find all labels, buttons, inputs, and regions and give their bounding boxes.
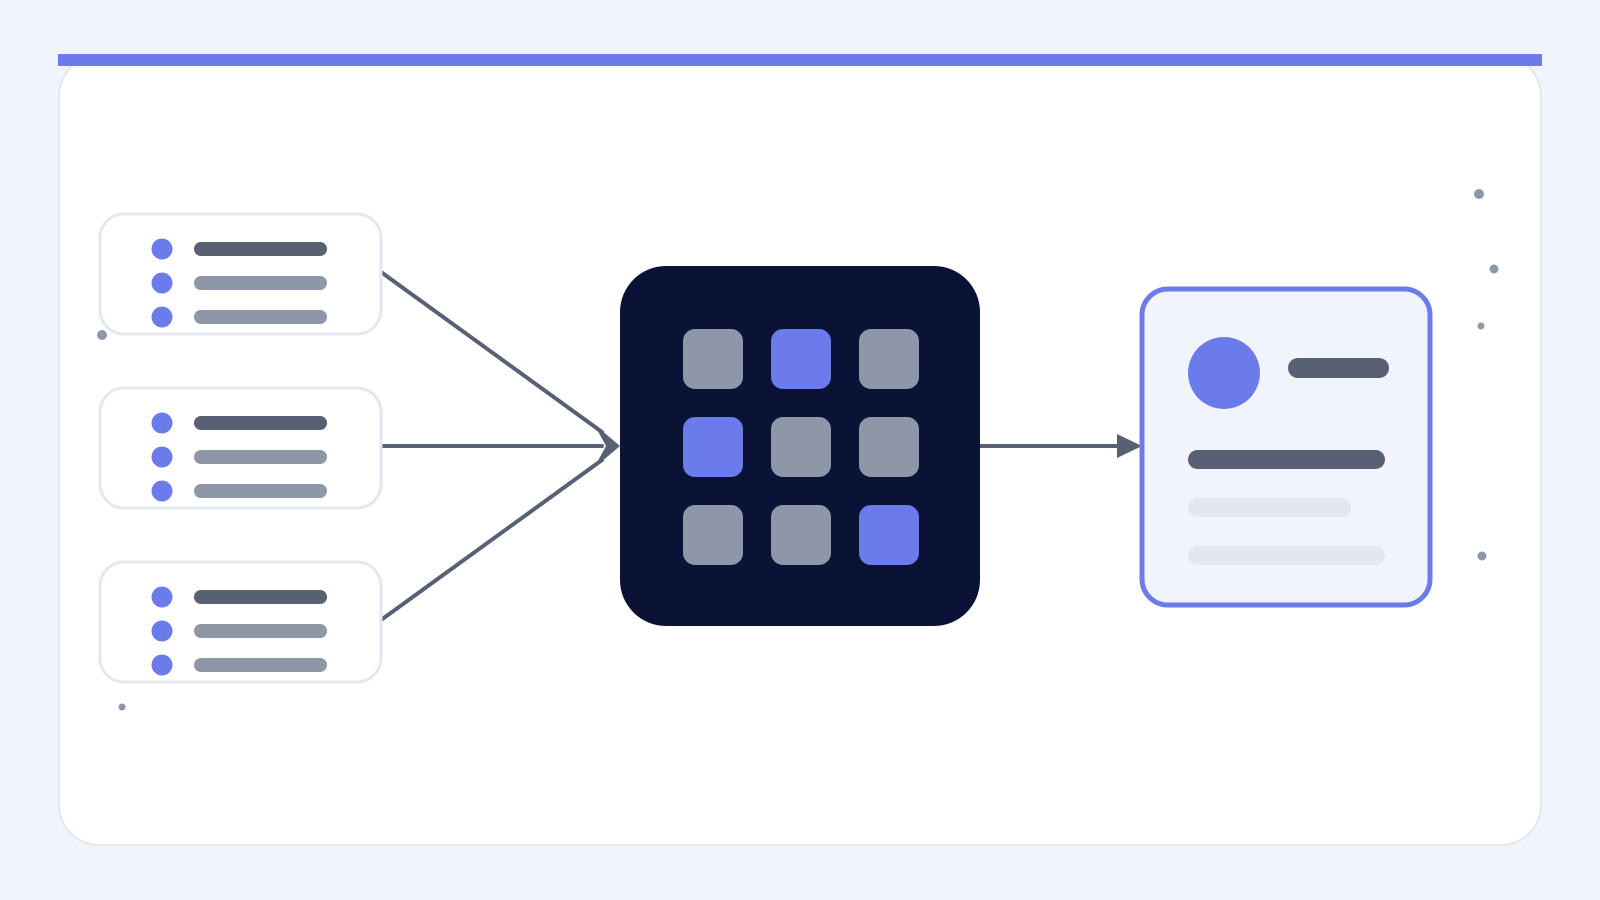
bullet-dot [151,446,173,468]
input-card [98,386,383,510]
placeholder-bar [1188,546,1385,565]
grid-tile [683,505,743,565]
grid-icon [683,329,919,565]
grid-tile [859,417,919,477]
decor-dot [1477,551,1487,561]
bullet-dot [151,272,173,294]
output-card [1139,286,1433,608]
grid-tile [859,329,919,389]
avatar [1188,337,1260,409]
text-line [194,658,327,672]
panel-top-accent-bar [58,54,1542,66]
processing-hub [620,266,980,626]
text-line [194,624,327,638]
placeholder-bar [1188,498,1351,517]
arrowhead-icon [594,424,620,468]
input-card [98,560,383,684]
decor-dot [1489,264,1499,274]
connector-line [379,270,604,434]
bullet-dot [151,620,173,642]
connector-line [379,458,604,622]
input-card [98,212,383,336]
grid-tile [771,329,831,389]
connectors [379,270,1126,622]
decor-dot [1477,322,1485,330]
text-line [194,590,327,604]
text-line [194,450,327,464]
decor-dot [118,703,126,711]
text-line [194,242,327,256]
bullet-dot [151,238,173,260]
decor-dots [97,189,1499,711]
title-bar [1188,450,1385,469]
bullet-dot [151,654,173,676]
name-bar [1288,358,1389,378]
grid-tile [859,505,919,565]
text-line [194,276,327,290]
bullet-dot [151,586,173,608]
grid-tile [683,417,743,477]
decor-dot [1474,189,1484,199]
grid-tile [683,329,743,389]
text-line [194,416,327,430]
decor-dot [97,330,107,340]
grid-tile [771,417,831,477]
bullet-dot [151,412,173,434]
arrowhead-icon [1117,434,1142,458]
input-cards [98,212,383,684]
bullet-dot [151,306,173,328]
text-line [194,310,327,324]
text-line [194,484,327,498]
grid-tile [771,505,831,565]
bullet-dot [151,480,173,502]
